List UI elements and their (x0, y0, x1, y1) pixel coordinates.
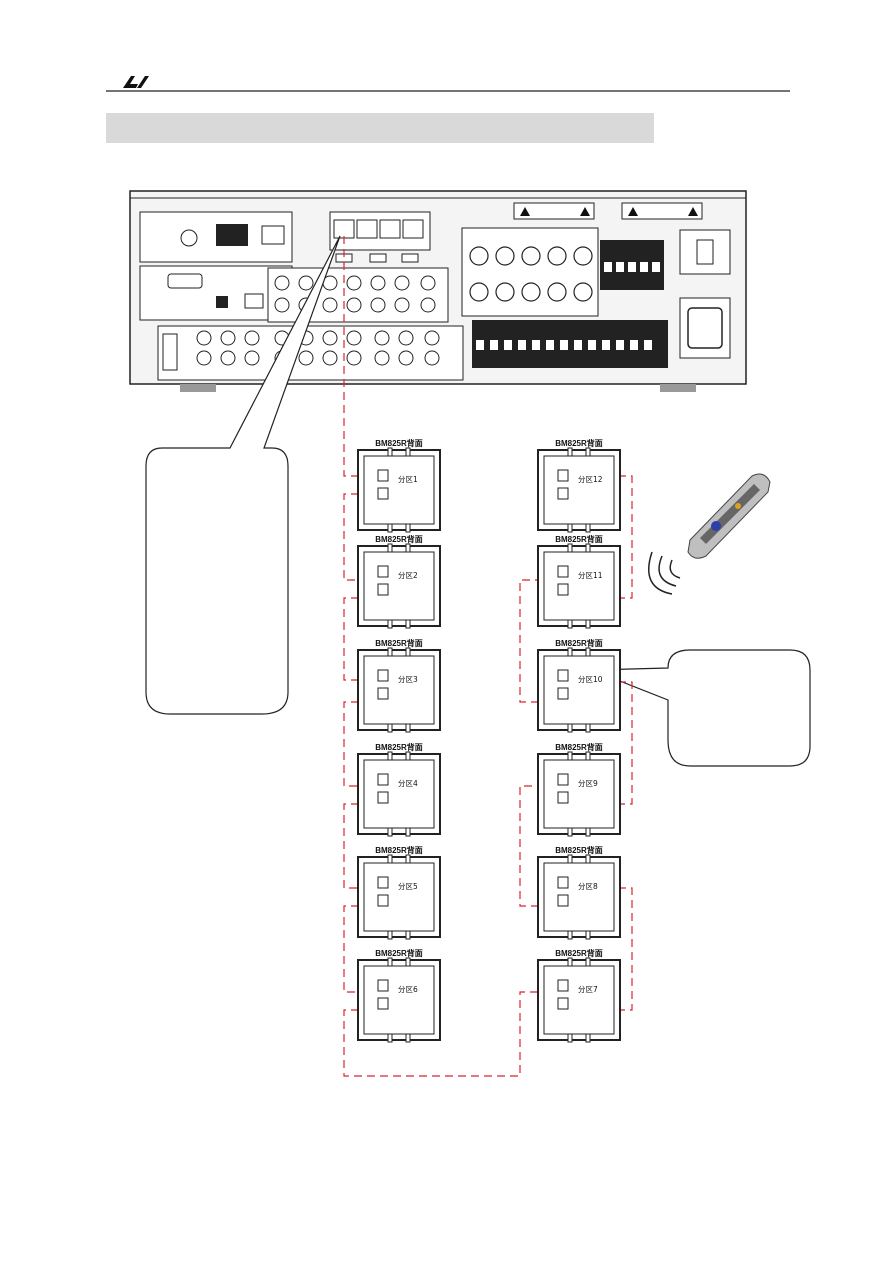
amplifier-rear-panel (129, 190, 747, 392)
ac-inlet-icon (687, 307, 723, 349)
rj45-port-icon (377, 583, 389, 596)
rj45-port-icon (557, 669, 569, 682)
rj45-port-icon (557, 487, 569, 500)
rj45-port-icon (557, 894, 569, 907)
section-title-bar (106, 113, 654, 143)
panel-back-label: BM825R背面 (375, 845, 423, 855)
rj45-port-icon (557, 565, 569, 578)
warning-triangle-icon (513, 202, 703, 220)
rj45-port-icon (557, 773, 569, 786)
rj45-port-icon (377, 487, 389, 500)
rj45-port-icon (557, 876, 569, 889)
rj45-port-icon (377, 979, 389, 992)
rj45-port-icon (377, 894, 389, 907)
lv-brand-logo (123, 76, 149, 88)
rj45-port-icon (557, 791, 569, 804)
zone-label: 分区8 (578, 882, 598, 891)
zone-label: 分区10 (578, 675, 603, 684)
rj45-port-icon (377, 669, 389, 682)
panel-back-label: BM825R背面 (375, 638, 423, 648)
zone-label: 分区5 (398, 882, 418, 891)
zone-label: 分区9 (578, 779, 598, 788)
rj45-port-icon (377, 565, 389, 578)
rj45-port-icon (333, 219, 424, 239)
zone-label: 分区12 (578, 475, 603, 484)
rj45-port-icon (557, 469, 569, 482)
rj45-port-icon (557, 583, 569, 596)
panel-back-label: BM825R背面 (375, 534, 423, 544)
zone-label: 分区11 (578, 571, 603, 580)
rj45-port-icon (377, 997, 389, 1010)
rj45-port-icon (557, 687, 569, 700)
remote-control-icon (687, 473, 771, 559)
panel-back-label: BM825R背面 (555, 845, 603, 855)
ir-signal-icon (648, 551, 681, 595)
rj45-port-icon (377, 791, 389, 804)
zone-label: 分区1 (398, 475, 418, 484)
rj45-port-icon (377, 687, 389, 700)
rj45-port-icon (377, 876, 389, 889)
zone-label: 分区2 (398, 571, 418, 580)
zone-label: 分区4 (398, 779, 418, 788)
zone-label: 分区7 (578, 985, 598, 994)
callout-bubble-right (591, 649, 811, 767)
daisy-chain-cable (343, 236, 633, 1077)
power-switch-icon (696, 239, 714, 265)
rj45-port-icon (377, 773, 389, 786)
panel-back-label: BM825R背面 (375, 948, 423, 958)
rj45-port-icon (377, 469, 389, 482)
panel-back-label: BM825R背面 (555, 638, 603, 648)
rj45-port-icon (557, 979, 569, 992)
panel-back-label: BM825R背面 (375, 742, 423, 752)
panel-back-label: BM825R背面 (555, 948, 603, 958)
callout-bubble-left (145, 235, 341, 715)
rj45-port-icon (557, 997, 569, 1010)
zone-label: 分区6 (398, 985, 418, 994)
panel-back-label: BM825R背面 (555, 438, 603, 448)
panel-back-label: BM825R背面 (555, 534, 603, 544)
zone-label: 分区3 (398, 675, 418, 684)
panel-back-label: BM825R背面 (375, 438, 423, 448)
panel-back-label: BM825R背面 (555, 742, 603, 752)
